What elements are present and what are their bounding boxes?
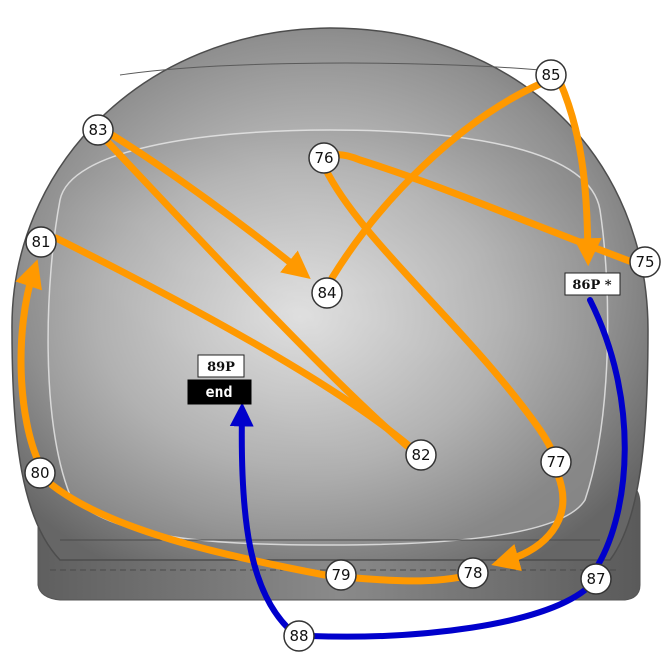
dome-inner-outline [47, 129, 609, 546]
segment-76-77 [321, 164, 559, 464]
segment-79-80 [48, 481, 329, 579]
node-85: 85 [535, 59, 567, 91]
node-82: 82 [405, 439, 437, 471]
box-label: 89P [207, 360, 235, 375]
node-75: 75 [629, 246, 661, 278]
node-label: 85 [541, 66, 560, 84]
dome-seam [119, 62, 541, 76]
segment-85-86 [556, 78, 602, 267]
node-label: 88 [289, 627, 308, 645]
segment-80-81 [15, 259, 44, 469]
node-label: 76 [314, 149, 333, 167]
node-label: 80 [30, 464, 49, 482]
node-80: 80 [24, 457, 56, 489]
segment-86-87 [587, 297, 628, 568]
node-label: 78 [463, 564, 482, 582]
node-label: 87 [586, 570, 605, 588]
node-label: 84 [317, 284, 336, 302]
node-83: 83 [82, 114, 114, 146]
segment-88-89 [229, 402, 291, 631]
segment-84-85 [328, 80, 544, 282]
node-78: 78 [457, 557, 489, 589]
segment-78-79 [340, 571, 474, 585]
node-label: 75 [635, 253, 654, 271]
box-label: 86P * [572, 278, 611, 293]
node-84: 84 [311, 277, 343, 309]
node-81: 81 [25, 226, 57, 258]
node-77: 77 [540, 446, 572, 478]
segment-77-78 [491, 471, 567, 571]
node-79: 79 [325, 559, 357, 591]
node-label: 82 [411, 446, 430, 464]
node-label: 79 [331, 566, 350, 584]
segment-82-83 [100, 134, 411, 450]
box-label: end [205, 383, 232, 401]
box-86p: 86P * [564, 272, 621, 296]
node-label: 83 [88, 121, 107, 139]
box-end: end [187, 379, 252, 405]
blue-route [229, 297, 628, 640]
box-89p: 89P [197, 354, 245, 378]
node-label: 77 [546, 453, 565, 471]
node-label: 81 [31, 233, 50, 251]
segment-87-88 [307, 587, 588, 640]
node-88: 88 [283, 620, 315, 652]
segment-83-84 [100, 126, 311, 280]
node-76: 76 [308, 142, 340, 174]
node-87: 87 [580, 563, 612, 595]
orange-route [15, 78, 636, 585]
